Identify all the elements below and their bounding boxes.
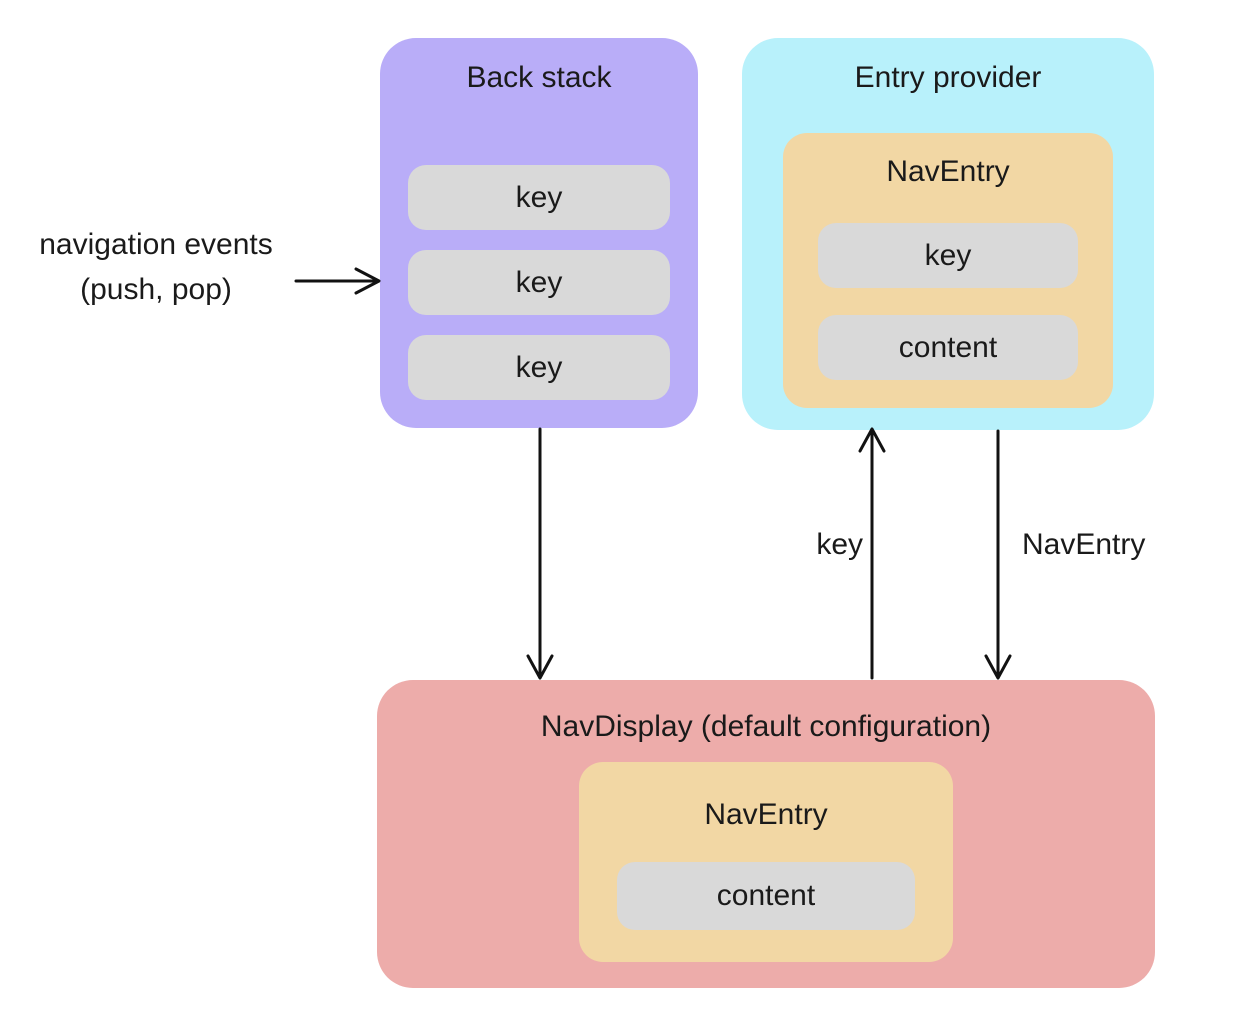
nav-display-title: NavDisplay (default configuration)	[540, 710, 992, 743]
entry-provider-nav-entry-box: NavEntry key content	[783, 133, 1113, 408]
navigation-events-line2: (push, pop)	[80, 273, 232, 306]
nav-entry-arrow	[984, 429, 1012, 680]
back-stack-box: Back stack key key key	[380, 38, 698, 428]
nav-display-box: NavDisplay (default configuration) NavEn…	[377, 680, 1155, 988]
key-arrow-label: key	[816, 528, 863, 561]
nav-entry-key-pill: key	[818, 223, 1078, 288]
nav-entry-arrow-label: NavEntry	[1022, 528, 1146, 561]
back-stack-to-nav-display-arrow	[526, 427, 554, 680]
nav-display-nav-entry-box: NavEntry content	[579, 762, 953, 962]
back-stack-title: Back stack	[466, 61, 612, 94]
back-stack-key-pill: key	[408, 165, 670, 230]
entry-provider-title: Entry provider	[854, 61, 1042, 94]
nav-entry-content-pill: content	[617, 862, 915, 930]
navigation-events-label: navigation events (push, pop)	[6, 222, 306, 312]
entry-provider-box: Entry provider NavEntry key content	[742, 38, 1154, 430]
key-arrow	[858, 427, 886, 680]
nav-entry-title: NavEntry	[886, 155, 1010, 188]
back-stack-key-pill: key	[408, 335, 670, 400]
back-stack-key-pill: key	[408, 250, 670, 315]
navigation-events-line1: navigation events	[39, 228, 273, 261]
navigation-events-arrow	[294, 267, 381, 295]
nav-entry-title: NavEntry	[704, 798, 828, 831]
nav-entry-content-pill: content	[818, 315, 1078, 380]
